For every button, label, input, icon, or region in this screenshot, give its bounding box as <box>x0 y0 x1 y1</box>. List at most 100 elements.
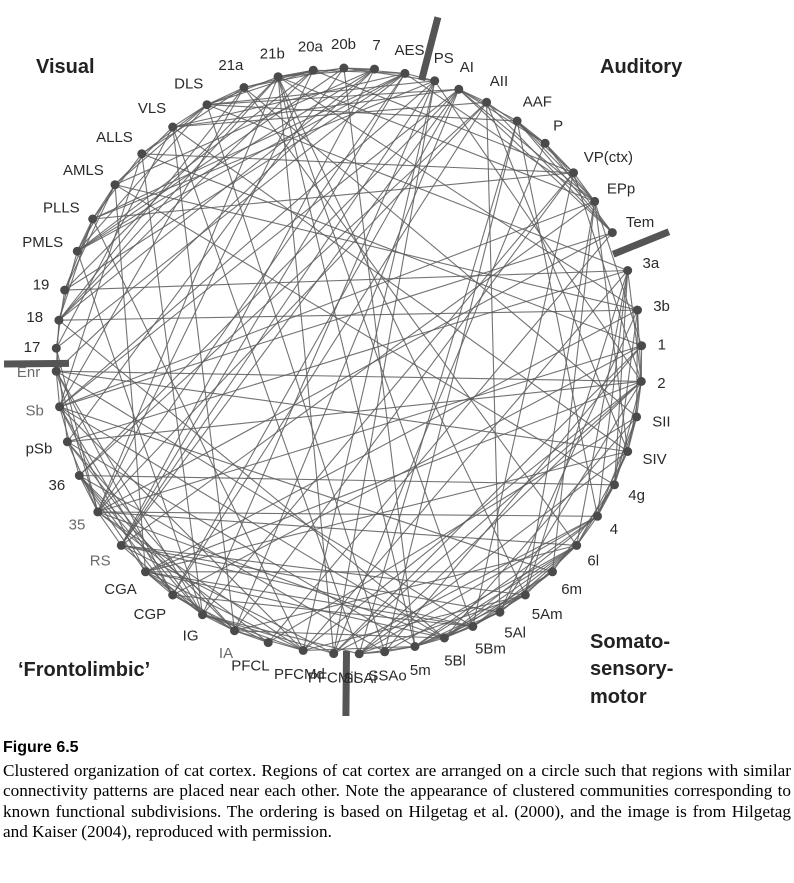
region-node <box>410 642 420 651</box>
connection-edge <box>56 370 642 382</box>
region-label: PMLS <box>22 234 63 251</box>
connection-edge <box>66 441 235 632</box>
region-label: PFCMil <box>308 670 357 687</box>
connection-edge <box>78 475 203 616</box>
region-label: 17 <box>24 339 41 356</box>
region-node <box>202 100 212 110</box>
region-node <box>607 228 617 238</box>
connection-edge <box>613 270 629 485</box>
region-node <box>637 341 647 351</box>
region-node <box>308 65 318 75</box>
region-label: Sb <box>26 403 44 420</box>
connection-edge <box>141 153 642 347</box>
region-node <box>380 647 390 657</box>
region-label: 2 <box>657 375 665 392</box>
connection-edge <box>97 511 577 546</box>
region-label: PFCL <box>231 658 269 675</box>
connection-edge <box>499 309 639 613</box>
region-label: AMLS <box>63 162 104 179</box>
region-node <box>60 285 70 295</box>
region-label: DLS <box>174 76 203 93</box>
region-label: pSb <box>26 440 53 457</box>
connection-edge <box>120 200 596 546</box>
connection-edge <box>120 68 375 546</box>
connection-edge <box>333 380 642 655</box>
region-node <box>540 138 550 148</box>
connection-edge <box>313 69 574 174</box>
connection-edge <box>414 611 501 648</box>
region-node <box>263 638 273 648</box>
region-label: 7 <box>372 37 380 54</box>
connection-edge <box>97 73 406 513</box>
connection-edge <box>576 515 598 546</box>
region-label: SIV <box>643 451 667 468</box>
connection-edge <box>77 72 406 252</box>
connection-edge <box>58 309 638 321</box>
region-node <box>298 645 308 655</box>
connection-edge <box>358 120 518 654</box>
region-label: AES <box>394 42 424 59</box>
connection-edge <box>404 72 596 202</box>
connection-edge <box>78 88 460 476</box>
connection-edge <box>302 380 642 651</box>
connection-edge <box>267 232 613 643</box>
region-label: Enr <box>17 364 40 381</box>
connection-edge <box>627 270 642 382</box>
connection-edge <box>120 80 436 546</box>
connection-edge <box>97 232 613 513</box>
region-node <box>62 437 72 447</box>
connection-edge <box>141 153 204 615</box>
region-label: 21a <box>218 57 244 74</box>
connection-edge <box>79 475 385 653</box>
connection-edge <box>234 544 577 632</box>
region-node <box>110 180 120 190</box>
connection-edge <box>59 406 146 573</box>
connection-edge <box>333 515 598 655</box>
group-divider-bar <box>611 228 671 258</box>
region-node <box>74 471 84 480</box>
connection-edge <box>359 594 526 655</box>
connection-edge <box>55 370 203 615</box>
connection-edge <box>59 80 436 408</box>
connection-edge <box>576 451 629 546</box>
connection-edge <box>97 345 642 513</box>
connection-edge <box>277 76 474 627</box>
connection-edge <box>172 88 459 128</box>
connection-edge <box>114 184 147 572</box>
region-node <box>495 607 505 617</box>
connection-edge <box>414 637 445 648</box>
connection-edge <box>434 80 642 382</box>
region-label: Tem <box>626 214 654 231</box>
region-label: 35 <box>69 516 86 533</box>
connection-edge <box>97 511 122 546</box>
region-label: AAF <box>523 93 552 110</box>
connection-edge <box>55 370 174 596</box>
region-node <box>454 84 464 94</box>
group-label-auditory: Auditory <box>600 56 683 78</box>
connection-edge <box>114 68 375 186</box>
connection-edge <box>58 76 279 321</box>
connection-edge <box>58 218 94 321</box>
connection-edge <box>172 104 208 128</box>
region-node <box>610 480 619 490</box>
caption-body: Clustered organization of cat cortex. Re… <box>3 760 791 842</box>
region-label: PLLS <box>43 199 80 216</box>
connection-edge <box>114 104 208 186</box>
region-node <box>93 507 103 517</box>
connection-edge <box>78 475 146 573</box>
connection-edge <box>121 544 473 628</box>
region-node <box>339 63 349 73</box>
region-label: SSAi <box>343 670 376 687</box>
connection-edge <box>234 172 574 632</box>
region-label: AI <box>460 59 474 76</box>
connection-edge <box>384 345 643 653</box>
region-node <box>88 214 98 224</box>
connection-edge <box>172 102 488 596</box>
connection-edge <box>97 101 487 513</box>
region-label: PFCMd <box>274 666 325 683</box>
figure-caption: Figure 6.5 Clustered organization of cat… <box>3 738 791 843</box>
region-label: 4g <box>628 487 645 504</box>
connection-edge <box>486 101 613 233</box>
connection-edge <box>55 72 406 349</box>
